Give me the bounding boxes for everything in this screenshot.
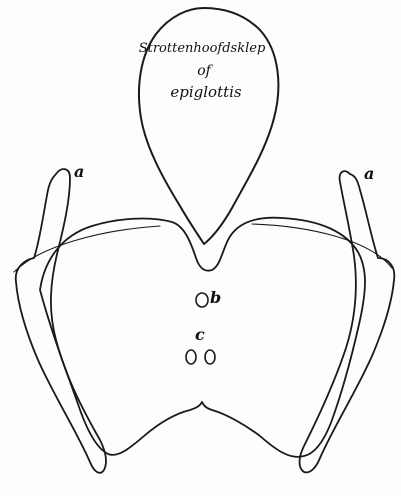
hole-c-right <box>205 350 215 364</box>
label-a-left: a <box>74 162 84 181</box>
hole-c-left <box>186 350 196 364</box>
label-a-right: a <box>364 164 374 183</box>
hole-b <box>196 293 208 307</box>
label-b: b <box>210 288 221 307</box>
label-c: c <box>195 325 205 344</box>
right-strip-a <box>300 171 395 472</box>
caption-line-2: of <box>197 63 213 79</box>
left-strip-a <box>16 169 106 473</box>
caption-line-1: Strottenhoofdsklep <box>139 41 266 56</box>
caption-line-3: epiglottis <box>170 83 242 101</box>
